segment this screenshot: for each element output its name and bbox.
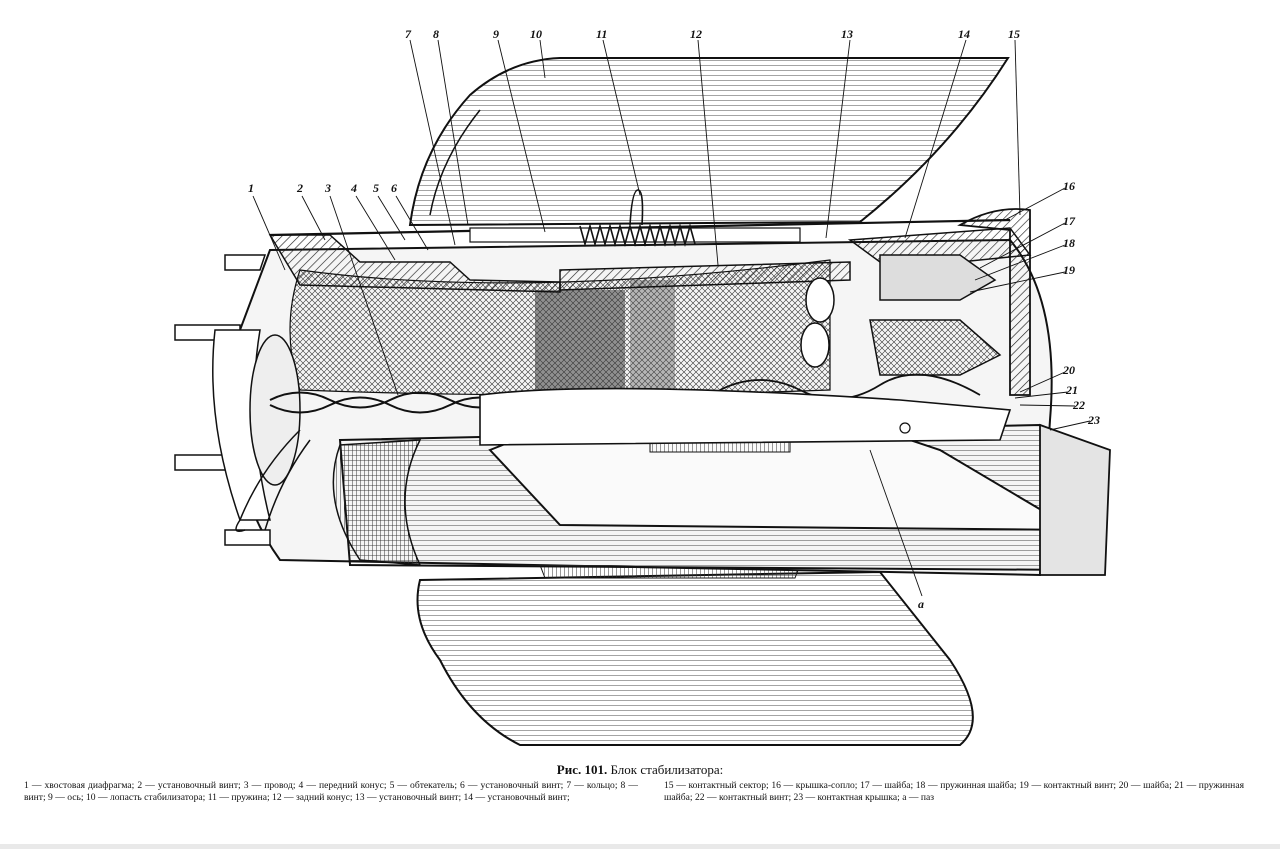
callout-15: 15 (1008, 27, 1020, 41)
top-blade (408, 57, 1010, 227)
callout-16: 16 (1063, 179, 1075, 193)
leader-lines (252, 39, 1091, 597)
callout-20: 20 (1062, 363, 1075, 377)
callout-17: 17 (1063, 214, 1076, 228)
callout-8: 8 (433, 27, 439, 41)
bottom-blade (416, 564, 974, 746)
callout-22: 22 (1072, 398, 1085, 412)
callout-4: 4 (350, 181, 357, 195)
figure-caption: Рис. 101. Блок стабилизатора: (0, 762, 1280, 778)
callout-19: 19 (1063, 263, 1075, 277)
legend-right: 15 — контактный сектор; 16 — крышка-сопл… (664, 780, 1244, 803)
callout-21: 21 (1065, 383, 1078, 397)
callout-10: 10 (530, 27, 542, 41)
callout-12: 12 (690, 27, 702, 41)
callout-6: 6 (391, 181, 397, 195)
callout-a: а (918, 597, 924, 611)
callouts: 1 2 3 4 5 6 7 8 9 10 11 12 13 14 15 16 1… (248, 27, 1100, 611)
bottom-edge (0, 844, 1280, 849)
lower-shell (332, 387, 1111, 576)
callout-18: 18 (1063, 236, 1075, 250)
callout-7: 7 (405, 27, 412, 41)
stabilizer-block-drawing: 1 2 3 4 5 6 7 8 9 10 11 12 13 14 15 16 1… (174, 27, 1111, 746)
legend-left: 1 — хвостовая диафрагма; 2 — установочны… (24, 780, 638, 803)
callout-1: 1 (248, 181, 254, 195)
callout-2: 2 (296, 181, 303, 195)
tail-diaphragm (174, 254, 301, 546)
callout-13: 13 (841, 27, 853, 41)
spring-assembly (469, 189, 801, 247)
figure-title: Блок стабилизатора: (610, 762, 724, 777)
nozzle-cap (800, 208, 1031, 396)
callout-9: 9 (493, 27, 499, 41)
callout-23: 23 (1087, 413, 1100, 427)
callout-5: 5 (373, 181, 379, 195)
callout-14: 14 (958, 27, 970, 41)
callout-11: 11 (596, 27, 607, 41)
callout-3: 3 (324, 181, 331, 195)
figure-number: Рис. 101. (556, 762, 608, 777)
